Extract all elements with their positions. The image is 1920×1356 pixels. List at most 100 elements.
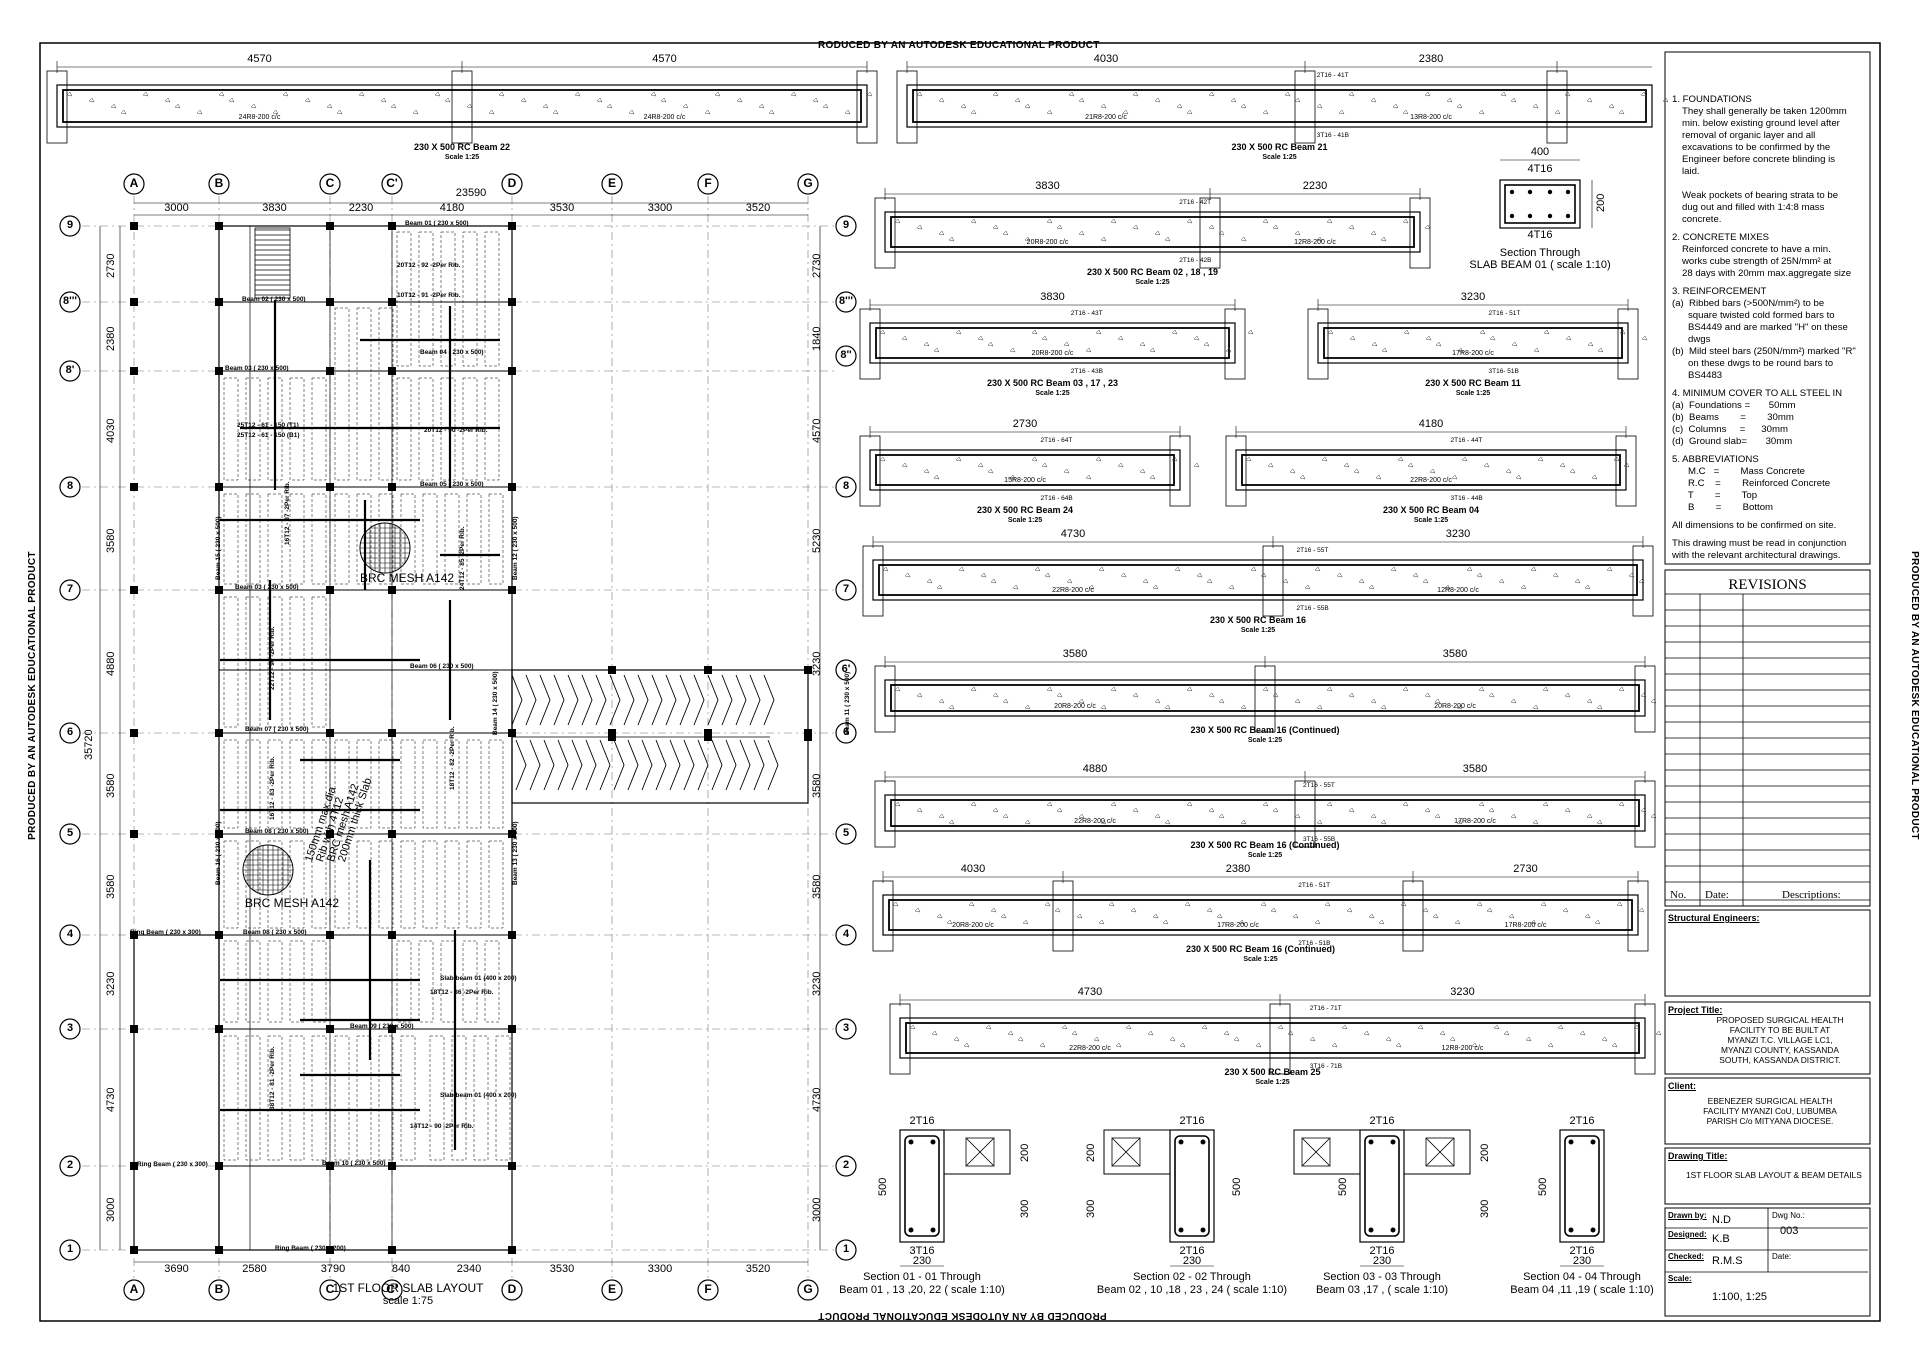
plan-scale: scale 1:75 <box>382 1295 434 1307</box>
bottom-dim-5: 3530 <box>549 1263 575 1275</box>
project-line-1: PROPOSED SURGICAL HEALTH <box>1716 1015 1844 1025</box>
beam-title-6: 230 X 500 RC Beam 04 <box>1382 505 1480 515</box>
titleblock-lines <box>1665 593 1870 1273</box>
column <box>215 298 223 306</box>
beam-bottom-bar-tag-6: 3T16 - 44B <box>1450 495 1483 502</box>
beam-label-13: Ring Beam ( 230 x 300) <box>137 1161 208 1168</box>
slab-beam-width: 400 <box>1530 146 1550 158</box>
left-dim-4: 4880 <box>105 651 117 676</box>
note-abbr-heading: 5. ABBREVIATIONS <box>1672 454 1759 465</box>
beam-elevation <box>899 1017 1646 1059</box>
column <box>508 222 516 230</box>
grid-row-label-right-10: 2 <box>842 1159 850 1171</box>
beam-bottom-bar-tag-1: 3T16 - 41B <box>1316 132 1349 139</box>
column <box>326 222 334 230</box>
grid-bubble-row <box>59 476 81 498</box>
beam-title-7: 230 X 500 RC Beam 16 <box>1209 615 1307 625</box>
left-dim-1: 2380 <box>105 326 117 351</box>
beam-stirrup-label-9-0: 22R8-200 c/c <box>1074 818 1116 825</box>
beam-stirrup-label-10-2: 17R8-200 c/c <box>1504 922 1547 929</box>
column <box>326 298 334 306</box>
grid-col-label-F: F <box>704 176 712 190</box>
beam-label-16: Slab beam 01 (400 x 200) <box>440 1092 517 1099</box>
beam-label-vertical-13: Beam 13 ( 230 x 500) <box>512 821 519 885</box>
grid-bubble-col <box>601 173 623 195</box>
section-flange-1: 200 <box>1085 1143 1097 1162</box>
rebar-label-0: 20T12 - 92 -2Per Rib. <box>397 262 461 269</box>
grid-bubble-row-right <box>835 722 857 744</box>
rebar-label-7: 22T12 - 90 -2Per Rib. <box>269 626 276 690</box>
left-dim-9: 3000 <box>105 1197 117 1222</box>
beam-span-dim-6-0: 4180 <box>1418 418 1444 430</box>
note-abbr-3: T = Top <box>1672 490 1758 501</box>
rebar-label-5: 16T12 - 87 -2Per Rib. <box>284 481 291 545</box>
beam-label-6: Beam 06 ( 230 x 500) <box>410 663 474 670</box>
rev-col-date: Date: <box>1705 889 1729 901</box>
column <box>326 1025 334 1033</box>
column <box>326 1162 334 1170</box>
beam-span-dim-0-0: 4570 <box>247 53 272 65</box>
dwg-no-label: Dwg No.: <box>1772 1211 1805 1220</box>
beam-label-7: Beam 07 ( 230 x 500) <box>245 726 309 733</box>
beam-scale-4: Scale 1:25 <box>1455 390 1491 397</box>
drawn-by-label: Drawn by: <box>1668 1211 1707 1220</box>
note-conjunction-2: with the relevant architectural drawings… <box>1672 550 1841 561</box>
project-line-5: SOUTH, KASSANDA DISTRICT. <box>1719 1055 1841 1065</box>
grid-row-label-right-3: 8 <box>842 480 850 492</box>
beam-span-dim-8-0: 3580 <box>1062 648 1088 660</box>
section-web-1: 300 <box>1085 1199 1097 1218</box>
grid-row-label-right-5: 6' <box>841 663 851 675</box>
grid-col-label-C: C <box>325 176 335 190</box>
slab-beam-title: Section Through <box>1499 247 1581 259</box>
grid-bubble-row <box>59 1239 81 1261</box>
checked-label: Checked: <box>1668 1252 1705 1261</box>
note-weak-line-1: Weak pockets of bearing strata to be <box>1682 190 1839 201</box>
section-height-0: 500 <box>877 1177 889 1196</box>
left-dim-2: 4030 <box>105 418 117 443</box>
column <box>508 586 516 594</box>
beam-stirrup-label-9-1: 17R8-200 c/c <box>1454 818 1496 825</box>
note-reinf-b-3: BS4483 <box>1672 370 1723 381</box>
column <box>388 483 396 491</box>
rebar-label-3: 25T12 - 61 - 150 (B1) <box>237 432 300 439</box>
corridor-hatch <box>679 674 695 791</box>
grid-bubble-col <box>319 173 341 195</box>
grid-bubble-row <box>59 823 81 845</box>
section-bottom-bars-2: 2T16 <box>1369 1245 1395 1257</box>
note-abbr-1: M.C = Mass Concrete <box>1672 466 1806 477</box>
column <box>326 586 334 594</box>
section-height-2: 500 <box>1337 1177 1349 1196</box>
left-dim-3: 3580 <box>105 528 117 553</box>
beam-span-dim-10-0: 4030 <box>960 863 986 875</box>
right-dim-4: 3230 <box>811 651 823 676</box>
grid-row-label-9: 2 <box>66 1159 74 1171</box>
grid-row-label-right-6: 6 <box>842 726 850 738</box>
beam-stirrup-label-8-1: 20R8-200 c/c <box>1434 703 1476 710</box>
beam-label-9: Beam 08 ( 230 x 500) <box>243 929 307 936</box>
grid-bubble-row <box>59 360 81 382</box>
grid-bubble-col <box>208 173 230 195</box>
section-flange-2: 200 <box>1479 1143 1491 1162</box>
slab-beam-top-bars: 4T16 <box>1527 163 1553 175</box>
column <box>508 1162 516 1170</box>
beam-span-dim-11-0: 4730 <box>1077 986 1103 998</box>
section-title-0: Section 01 - 01 Through <box>863 1271 981 1283</box>
note-reinf-a-3: BS4449 and are marked "H" on these <box>1672 322 1848 333</box>
grid-col-label-D: D <box>507 176 517 190</box>
drawing-title: 1ST FLOOR SLAB LAYOUT & BEAM DETAILS <box>1686 1170 1862 1180</box>
section-subtitle-1: Beam 02 , 10 ,18 , 23 , 24 ( scale 1:10) <box>1096 1284 1288 1296</box>
beam-title-3: 230 X 500 RC Beam 03 , 17 , 23 <box>986 378 1119 388</box>
column <box>388 586 396 594</box>
column <box>326 729 334 737</box>
beam-span-dim-9-0: 4880 <box>1082 763 1108 775</box>
beam-stirrup-label-2-1: 12R8-200 c/c <box>1294 239 1336 246</box>
column <box>508 1246 516 1254</box>
note-cover-3: (c) Columns = 30mm <box>1672 424 1788 435</box>
beam-label-2: Beam 03 ( 230 x 500) <box>225 365 289 372</box>
beam-title-9: 230 X 500 RC Beam 16 (Continued) <box>1190 840 1340 850</box>
corridor-hatch <box>693 674 709 791</box>
beam-elevation <box>882 894 1639 936</box>
beam-span-dim-7-1: 3230 <box>1445 528 1471 540</box>
beam-elevation <box>884 211 1421 253</box>
